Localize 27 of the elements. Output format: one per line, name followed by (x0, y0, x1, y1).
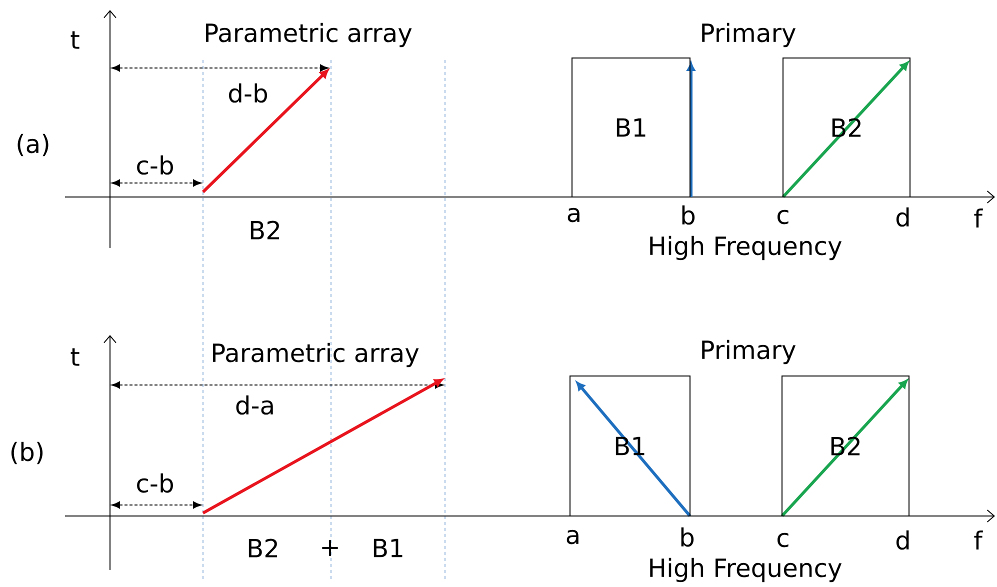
axis-label: Parametric array (213, 342, 419, 368)
axis-label: f (974, 530, 983, 550)
axis-label: (a) (18, 134, 48, 156)
axis-label: High Frequency (650, 558, 842, 582)
axis-label: b (681, 527, 694, 547)
axis-label: B1 (374, 538, 402, 558)
axis-label: c (778, 532, 788, 548)
axis-label: a (566, 530, 578, 544)
band-box: B1 (572, 58, 690, 198)
axis-label: + (322, 540, 338, 556)
axis-label: Parametric array (206, 22, 412, 48)
axis-label: b (682, 205, 695, 225)
axis-label: a (568, 208, 580, 222)
axis-label: B2 (248, 538, 278, 558)
axis-label: c (778, 210, 788, 224)
axis-label: c-b (137, 473, 173, 493)
axis-label: d-a (236, 395, 273, 415)
axis-label: t (70, 31, 80, 49)
axis-label: B2 (250, 220, 280, 240)
axis-label: (b) (11, 442, 43, 464)
axis-label: f (974, 208, 983, 228)
axis-label: High Frequency (650, 236, 842, 260)
axis-label: Primary (702, 340, 796, 364)
axis-label: t (70, 348, 80, 366)
axis-label: d-b (229, 83, 268, 103)
axis-label: c-b (137, 155, 173, 175)
axis-label: Primary (702, 22, 796, 48)
